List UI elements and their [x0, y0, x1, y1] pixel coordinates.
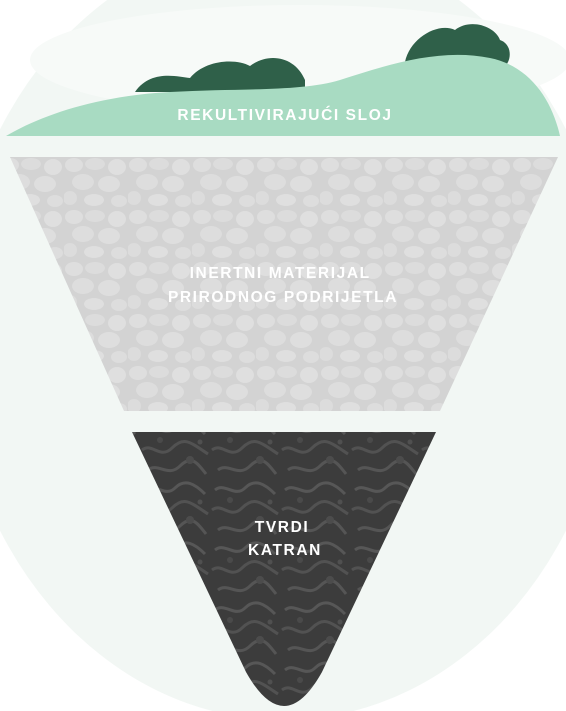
layer-middle-label: INERTNI MATERIJAL PRIRODNOG PODRIJETLA — [168, 265, 398, 306]
layer-bottom-hard-tar: TVRDI KATRAN — [132, 432, 436, 706]
layer-bottom-label-line-1: TVRDI — [255, 519, 310, 536]
layer-bottom-label: TVRDI KATRAN — [248, 519, 322, 559]
layer-middle-label-line-1: INERTNI MATERIJAL — [190, 265, 371, 282]
layer-bottom-label-line-2: KATRAN — [248, 542, 322, 559]
layer-top-label-line-1: REKULTIVIRAJUĆI SLOJ — [177, 106, 392, 124]
recultivation-hill — [6, 54, 560, 136]
layer-top-recultivation: REKULTIVIRAJUĆI SLOJ — [6, 24, 560, 136]
inert-material-trapezoid — [10, 157, 558, 411]
layer-top-label: REKULTIVIRAJUĆI SLOJ — [177, 106, 392, 124]
hard-tar-funnel — [132, 432, 436, 706]
vegetation-shrubs-right — [405, 24, 510, 66]
vegetation-shrubs-left — [135, 57, 305, 92]
layer-middle-label-line-2: PRIRODNOG PODRIJETLA — [168, 289, 398, 306]
layer-middle-inert-material: INERTNI MATERIJAL PRIRODNOG PODRIJETLA — [10, 157, 558, 411]
